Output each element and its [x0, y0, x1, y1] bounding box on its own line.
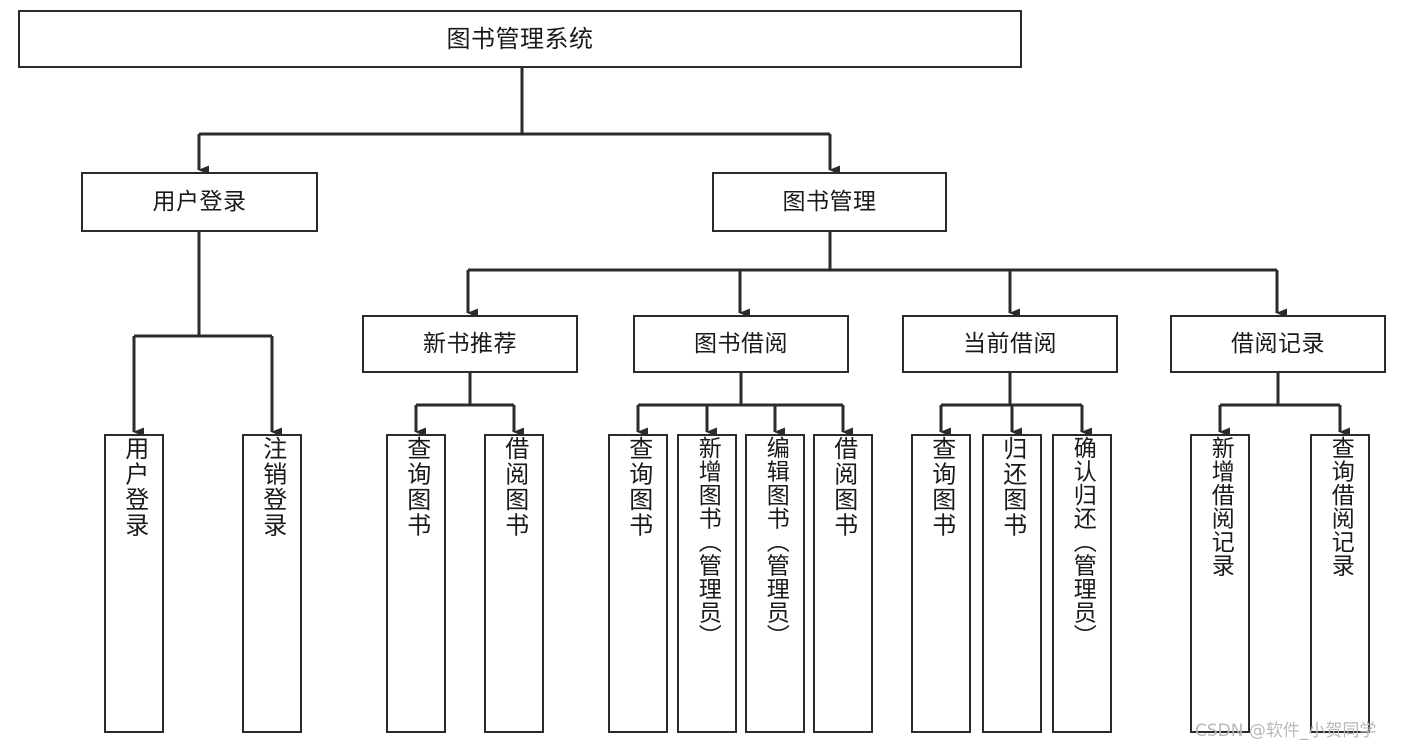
- leaf-edit-book-admin-label: 编辑图书（管理员）: [762, 436, 789, 648]
- node-book-borrow-label: 图书借阅: [694, 330, 788, 357]
- node-current-borrow-label: 当前借阅: [963, 330, 1057, 357]
- leaf-query-book-borrow-label: 查询图书: [624, 436, 653, 538]
- node-borrow-record-label: 借阅记录: [1231, 330, 1325, 357]
- leaf-user-login-label: 用户登录: [120, 436, 149, 538]
- leaf-borrow-book-recommend-label: 借阅图书: [500, 436, 529, 538]
- node-borrow-record[interactable]: 借阅记录: [1170, 315, 1386, 373]
- leaf-query-book-current-label: 查询图书: [927, 436, 956, 538]
- node-root[interactable]: 图书管理系统: [18, 10, 1022, 68]
- node-new-book-recommend[interactable]: 新书推荐: [362, 315, 578, 373]
- leaf-add-book-admin[interactable]: 新增图书（管理员）: [677, 434, 737, 733]
- leaf-add-book-admin-label: 新增图书（管理员）: [694, 436, 721, 648]
- node-book-management-label: 图书管理: [782, 188, 877, 215]
- leaf-logout[interactable]: 注销登录: [242, 434, 302, 733]
- leaf-query-book-current[interactable]: 查询图书: [911, 434, 971, 733]
- leaf-borrow-book[interactable]: 借阅图书: [813, 434, 873, 733]
- node-root-label: 图书管理系统: [446, 25, 594, 53]
- leaf-add-borrow-record-label: 新增借阅记录: [1207, 436, 1234, 577]
- node-book-management[interactable]: 图书管理: [712, 172, 947, 232]
- csdn-watermark: CSDN @软件_小贺同学: [1195, 721, 1377, 741]
- leaf-edit-book-admin[interactable]: 编辑图书（管理员）: [745, 434, 805, 733]
- leaf-user-login[interactable]: 用户登录: [104, 434, 164, 733]
- node-current-borrow[interactable]: 当前借阅: [902, 315, 1118, 373]
- leaf-add-borrow-record[interactable]: 新增借阅记录: [1190, 434, 1250, 733]
- leaf-borrow-book-recommend[interactable]: 借阅图书: [484, 434, 544, 733]
- leaf-query-book-recommend-label: 查询图书: [402, 436, 431, 538]
- leaf-query-borrow-record[interactable]: 查询借阅记录: [1310, 434, 1370, 733]
- leaf-query-book-borrow[interactable]: 查询图书: [608, 434, 668, 733]
- leaf-confirm-return-admin-label: 确认归还（管理员）: [1069, 436, 1096, 648]
- leaf-logout-label: 注销登录: [258, 436, 287, 538]
- leaf-return-book[interactable]: 归还图书: [982, 434, 1042, 733]
- leaf-borrow-book-label: 借阅图书: [829, 436, 858, 538]
- node-new-book-recommend-label: 新书推荐: [423, 330, 517, 357]
- leaf-query-borrow-record-label: 查询借阅记录: [1327, 436, 1354, 577]
- leaf-confirm-return-admin[interactable]: 确认归还（管理员）: [1052, 434, 1112, 733]
- node-user-login-label: 用户登录: [152, 188, 247, 215]
- connector-lines: [132, 68, 1350, 437]
- leaf-return-book-label: 归还图书: [998, 436, 1027, 538]
- node-user-login[interactable]: 用户登录: [81, 172, 318, 232]
- leaf-query-book-recommend[interactable]: 查询图书: [386, 434, 446, 733]
- node-book-borrow[interactable]: 图书借阅: [633, 315, 849, 373]
